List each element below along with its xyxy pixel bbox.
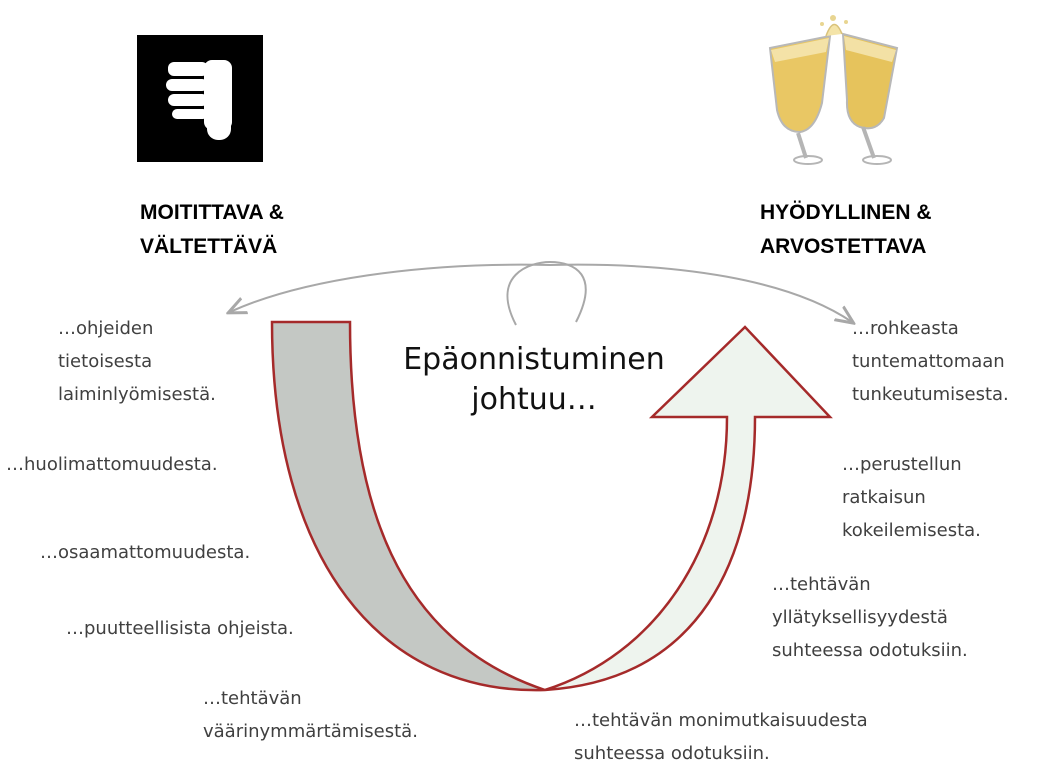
left-item-1: …ohjeiden tietoisesta laiminlyömisestä. (58, 312, 216, 411)
champagne-toast-icon (770, 15, 897, 164)
right-item-4: …tehtävän monimutkaisuudesta suhteessa o… (574, 704, 868, 770)
left-item-4: …puutteellisista ohjeista. (66, 612, 294, 645)
left-item-5: …tehtävän väärinymmärtämisestä. (203, 682, 418, 748)
left-heading: MOITITTAVA & VÄLTETTÄVÄ (140, 196, 284, 264)
thumbs-down-icon (137, 35, 263, 162)
right-item-3: …tehtävän yllätyksellisyydestä suhteessa… (772, 568, 968, 667)
connector-arcs (230, 262, 852, 325)
left-item-2: …huolimattomuudesta. (6, 448, 218, 481)
right-item-2: …perustellun ratkaisun kokeilemisesta. (842, 448, 981, 547)
center-title: Epäonnistuminen johtuu… (384, 340, 684, 420)
right-heading: HYÖDYLLINEN & ARVOSTETTAVA (760, 196, 932, 264)
left-item-3: …osaamattomuudesta. (40, 536, 250, 569)
right-item-1: …rohkeasta tuntemattomaan tunkeutumisest… (852, 312, 1009, 411)
